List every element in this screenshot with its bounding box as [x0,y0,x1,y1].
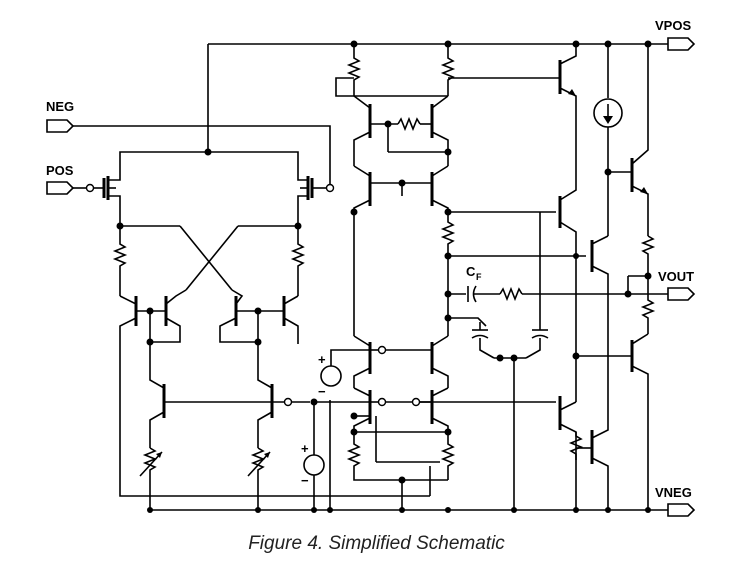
cf-label: C [466,264,476,279]
high-z-node [440,208,586,336]
rail-dots [445,507,451,513]
schematic-diagram: VPOS VNEG NEG POS VOUT [46,18,696,517]
neg-pin: NEG [46,99,331,185]
compensation: C F [448,212,668,339]
vpos-pin: VPOS [655,18,696,51]
vout-pin: VOUT [658,269,696,301]
source1-plus: + [318,352,326,367]
pos-label: POS [46,163,74,178]
cf-sub-label: F [476,272,482,282]
output-stage [448,40,656,513]
source1-minus: − [318,384,326,399]
clamp-pair [479,338,541,513]
input-stage [85,44,335,226]
vneg-pin: VNEG [655,485,696,517]
source2-minus: − [301,473,309,488]
gain-stage-top [335,40,456,336]
reference-sources: + − + − [301,349,370,513]
figure-caption: Figure 4. Simplified Schematic [248,533,505,554]
input-loads [112,222,331,497]
vpos-label: VPOS [655,18,691,33]
gain-stage-bottom [330,335,556,513]
pos-pin: POS [46,163,86,195]
vout-label: VOUT [658,269,694,284]
source2-plus: + [301,441,309,456]
vneg-label: VNEG [655,485,692,500]
neg-label: NEG [46,99,74,114]
bias-network [139,338,370,513]
